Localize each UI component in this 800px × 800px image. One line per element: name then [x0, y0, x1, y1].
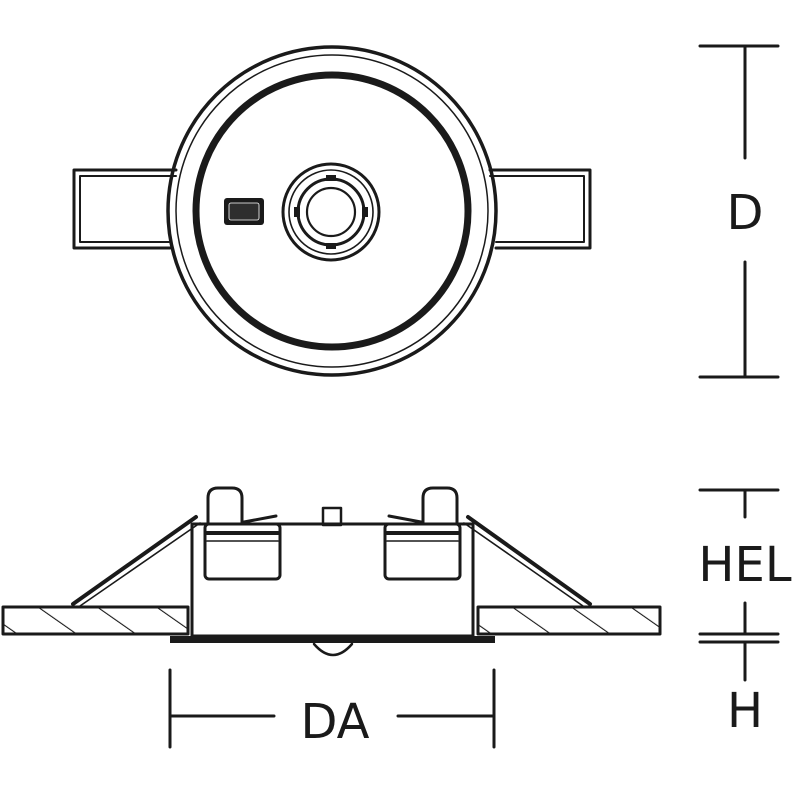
- dimension-da: DA: [168, 668, 496, 750]
- center-lens: [281, 162, 381, 262]
- dimension-d: D: [698, 44, 780, 379]
- spring-arm-right: [466, 515, 592, 606]
- dimension-da-label: DA: [301, 694, 370, 750]
- right-spring-clip: [488, 168, 592, 250]
- top-knob: [321, 506, 343, 527]
- dimension-hel-label: HEL: [698, 537, 791, 593]
- top-view: [72, 45, 592, 377]
- dimension-h-label: H: [727, 683, 763, 739]
- dimension-h: H: [698, 640, 780, 739]
- side-view: [1, 486, 662, 657]
- lens-dome: [312, 642, 354, 657]
- ceiling-panel-left: [1, 605, 190, 636]
- left-clip-block: [203, 486, 282, 581]
- bottom-flange: [170, 636, 495, 643]
- spring-arm-left: [71, 515, 198, 606]
- dimension-d-label: D: [727, 185, 764, 241]
- right-clip-block: [383, 486, 462, 581]
- dimension-hel: HEL: [698, 488, 792, 636]
- outer-rim: [166, 45, 498, 377]
- left-spring-clip: [72, 168, 178, 250]
- ceiling-panel-right: [476, 605, 662, 636]
- inner-bezel: [192, 71, 472, 351]
